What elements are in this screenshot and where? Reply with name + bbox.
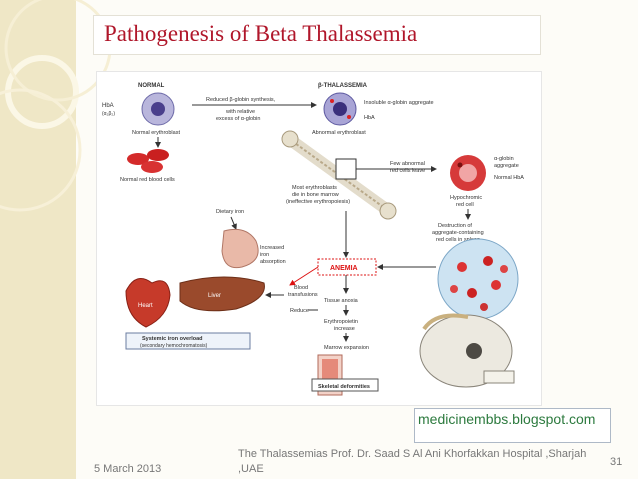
slide-title: Pathogenesis of Beta Thalassemia [104,21,418,46]
slide-number: 31 [610,456,623,468]
label-increased-1: Increased [260,245,284,251]
label-increased-2: iron [260,252,269,258]
hypochromic-center [459,164,477,182]
label-normal-rbc: Normal red blood cells [120,177,175,183]
label-alpha-globin-1: α-globin [494,156,514,162]
spleen-cell-7 [500,265,508,273]
watermark-box [414,408,611,443]
label-with-relative: with relative [225,109,255,115]
label-hba-left-sub: (α₂β₂) [102,111,115,117]
label-skeletal: Skeletal deformities [318,384,370,390]
spleen-cell-3 [491,280,501,290]
deco-ring-3 [0,88,82,212]
spleen-cell-2 [483,256,493,266]
label-destruction-3: red cells in spleen [436,237,480,243]
label-tissue-anoxia: Tissue anoxia [324,298,359,304]
aggregate-dot-1 [330,99,334,103]
spleen-cell-5 [450,285,458,293]
label-reduced: Reduced β-globin synthesis, [206,97,276,103]
label-insoluble: Insoluble α-globin aggregate [364,100,434,106]
spleen-cell-1 [457,262,467,272]
label-epo-1: Erythropoietin [324,319,358,325]
label-increased-3: absorption [260,259,286,265]
watermark-link[interactable]: medicinembbs.blogspot.com [418,411,596,427]
arrow-anemia-to-transfusions [289,266,319,286]
label-reduce: Reduce [290,308,309,314]
heart-illustration [125,278,171,328]
footer-date: 5 March 2013 [94,463,162,475]
normal-erythroblast-nucleus [151,102,165,116]
title-box [93,15,541,55]
label-abnormal-erythroblast: Abnormal erythroblast [312,130,366,136]
label-destruction-2: aggregate-containing [432,230,484,236]
pathogenesis-diagram: NORMAL HbA (α₂β₂) Normal erythroblast No… [102,83,524,396]
label-most-3: (ineffective erythropoiesis) [286,199,350,205]
label-dietary-iron: Dietary iron [216,209,244,215]
alpha-aggregate-dot [457,162,463,168]
aggregate-dot-2 [347,115,351,119]
label-systemic-1: Systemic iron overload [142,336,203,342]
abnormal-erythroblast-nucleus [333,102,347,116]
label-most-1: Most erythroblasts [292,185,337,191]
label-systemic-2: (secondary hemochromatosis) [140,343,208,349]
label-normal-hba: Normal HbA [494,175,524,181]
label-normal-erythroblast: Normal erythroblast [132,130,180,136]
label-anemia: ANEMIA [330,265,358,272]
label-alpha-globin-2: aggregate [494,163,519,169]
label-few-abnormal-2: red cells leave [390,168,425,174]
footer-text: The Thalassemias Prof. Dr. Saad S Al Ani… [238,448,587,475]
label-beta-thal: β-THALASSEMIA [318,83,368,89]
normal-rbc-3 [141,161,163,173]
stomach-illustration [221,228,259,269]
label-heart: Heart [138,303,153,309]
label-most-2: die in bone marrow [292,192,339,198]
systemic-box [125,332,251,350]
arrow-dietary-iron [230,216,237,230]
label-excess: excess of α-globin [216,116,260,122]
liver-illustration [179,276,265,312]
skull-illustration [419,313,515,388]
skeletal-box [311,378,379,392]
label-blood-1: Blood [294,285,308,291]
label-hypochromic-2: red cell [456,202,474,208]
normal-rbc-2 [147,149,169,161]
label-marrow-expansion: Marrow expansion [324,345,369,351]
label-epo-2: increase [334,326,355,332]
spleen-cell-6 [480,303,488,311]
label-destruction-1: Destruction of [438,223,472,229]
bone-marrow-inset [335,158,357,180]
normal-rbc-1 [127,153,149,165]
label-liver: Liver [208,293,221,299]
label-hba-left: HbA [102,103,114,109]
label-hba-right: HbA [364,115,375,121]
label-blood-2: transfusions [288,292,318,298]
label-few-abnormal-1: Few abnormal [390,161,425,167]
label-hypochromic-1: Hypochromic [450,195,482,201]
spleen-cell-4 [467,288,477,298]
spleen-illustration [437,238,519,320]
label-normal: NORMAL [138,83,165,89]
